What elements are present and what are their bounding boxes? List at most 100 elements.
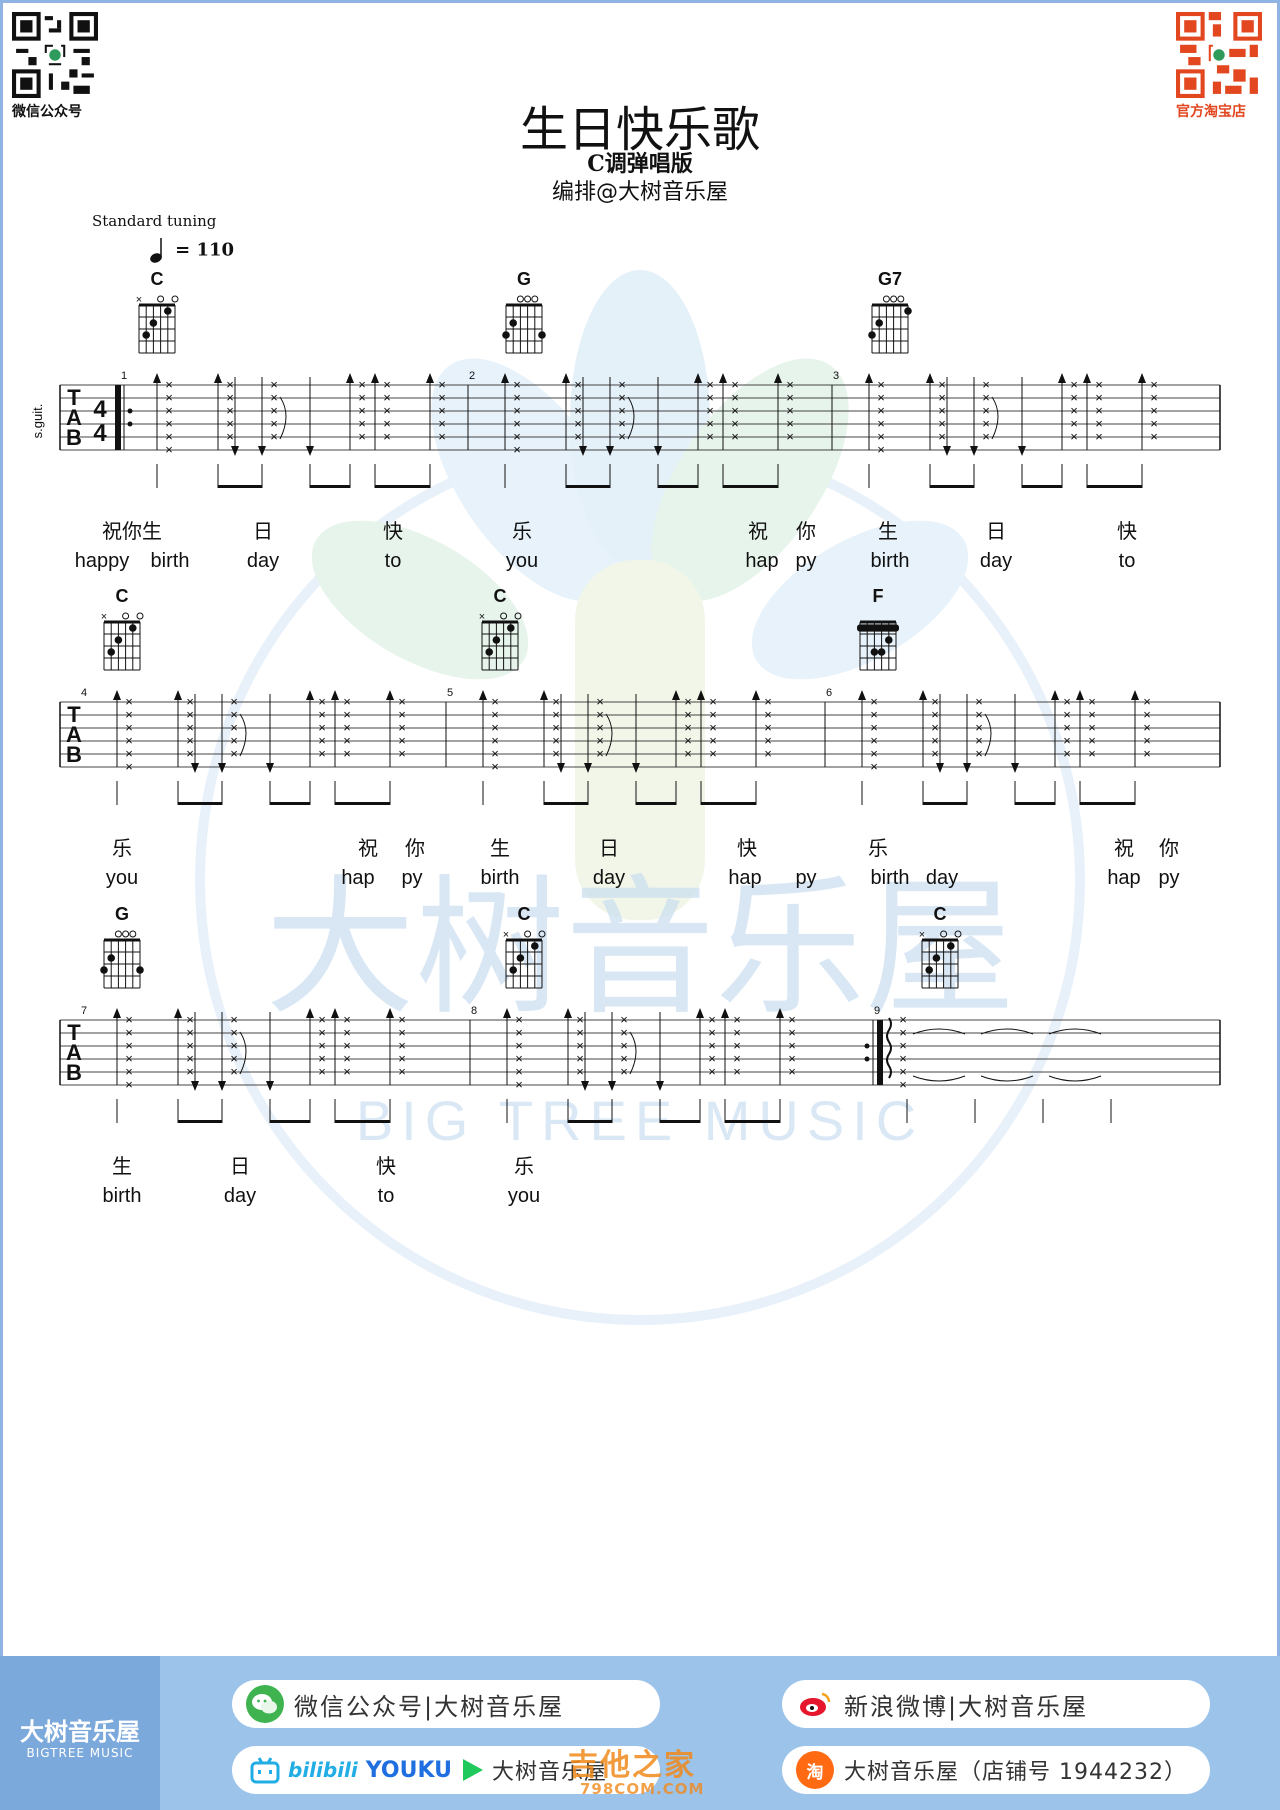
dead-note-x: × (731, 429, 739, 444)
strum-down-arrowhead (191, 1081, 199, 1091)
strum-up-arrowhead (153, 373, 161, 383)
strum-down-arrowhead (656, 1081, 664, 1091)
finger-dot (492, 636, 501, 644)
lyric-cn: 日 (599, 838, 619, 860)
strum-up-arrowhead (346, 373, 354, 383)
dead-note-x: × (230, 1051, 238, 1066)
dead-note-x: × (1150, 377, 1158, 392)
dead-note-x: × (318, 1012, 326, 1027)
dead-note-x: × (358, 390, 366, 405)
dead-note-x: × (318, 733, 326, 748)
finger-dot (885, 636, 893, 644)
weibo-account-pill[interactable]: 新浪微博|大树音乐屋 (782, 1680, 1210, 1728)
dead-note-x: × (899, 1025, 907, 1040)
dead-note-x: × (733, 1064, 741, 1079)
dead-note-x: × (938, 377, 946, 392)
finger-dot (877, 648, 886, 656)
video-channel-name: 大树音乐屋 (492, 1760, 608, 1785)
barre-marker (857, 624, 899, 632)
instrument-label: s.guit. (30, 404, 45, 439)
strum-down-arrowhead (654, 446, 662, 456)
strum-up-arrowhead (501, 373, 509, 383)
dead-note-x: × (684, 720, 692, 735)
taobao-shop-pill[interactable]: 淘 大树音乐屋（店铺号 1944232） (782, 1746, 1210, 1794)
dead-note-x: × (230, 733, 238, 748)
chord-name: C (518, 904, 531, 924)
video-channels-pill[interactable]: bilibili YOUKU 大树音乐屋 (232, 1746, 660, 1794)
footer-brand-en: BIGTREE MUSIC (26, 1746, 134, 1760)
taobao-shop-text: 大树音乐屋（店铺号 1944232） (844, 1760, 1187, 1785)
wechat-account-pill[interactable]: 微信公众号|大树音乐屋 (232, 1680, 660, 1728)
strum-up-arrowhead (564, 1008, 572, 1018)
dead-note-x: × (1088, 733, 1096, 748)
lyric-cn: 快 (737, 837, 757, 860)
dead-note-x: × (125, 733, 133, 748)
dead-note-x: × (899, 1051, 907, 1066)
dead-note-x: × (1095, 390, 1103, 405)
strum-up-arrowhead (174, 690, 182, 700)
dead-note-x: × (318, 694, 326, 709)
rhythm-beam (923, 802, 967, 805)
dead-note-x: × (398, 1038, 406, 1053)
strum-down-arrowhead (936, 763, 944, 773)
dead-note-x: × (574, 390, 582, 405)
dead-note-x: × (383, 403, 391, 418)
rhythm-beam (930, 485, 974, 488)
dead-note-x: × (186, 733, 194, 748)
tab-clef-letter: T (67, 702, 81, 727)
dead-note-x: × (513, 377, 521, 392)
strum-up-arrowhead (174, 1008, 182, 1018)
dead-note-x: × (618, 403, 626, 418)
rhythm-beam (270, 802, 310, 805)
dead-note-x: × (125, 1064, 133, 1079)
lyric-en: birth (871, 867, 910, 889)
watermark-leaf (751, 520, 969, 680)
tab-clef-letter: T (67, 385, 81, 410)
rhythm-beam (568, 1120, 612, 1123)
dead-note-x: × (620, 1051, 628, 1066)
lyric-en: to (378, 1185, 395, 1207)
dead-note-x: × (618, 390, 626, 405)
finger-dot (509, 966, 517, 974)
dead-note-x: × (899, 1064, 907, 1079)
dead-note-x: × (186, 1025, 194, 1040)
dead-note-x: × (870, 720, 878, 735)
dead-note-x: × (618, 429, 626, 444)
chord-name: G (517, 270, 531, 289)
dead-note-x: × (186, 707, 194, 722)
lyric-cn: 日 (253, 521, 273, 543)
dead-note-x: × (870, 707, 878, 722)
dead-note-x: × (574, 429, 582, 444)
strum-down-arrowhead (191, 763, 199, 773)
dead-note-x: × (788, 1064, 796, 1079)
dead-note-x: × (270, 377, 278, 392)
dead-note-x: × (515, 1051, 523, 1066)
dead-note-x: × (764, 746, 772, 761)
dead-note-x: × (230, 746, 238, 761)
dead-note-x: × (975, 746, 983, 761)
dead-note-x: × (788, 1038, 796, 1053)
dead-note-x: × (552, 694, 560, 709)
lyric-en: you (106, 867, 138, 889)
dead-note-x: × (318, 746, 326, 761)
tuning-label: Standard tuning (92, 212, 217, 230)
dead-note-x: × (706, 429, 714, 444)
finger-dot (925, 966, 933, 974)
dead-note-x: × (1070, 429, 1078, 444)
dead-note-x: × (186, 1051, 194, 1066)
strum-down-arrowhead (218, 763, 226, 773)
dead-note-x: × (125, 1012, 133, 1027)
finger-dot (107, 648, 115, 656)
dead-note-x: × (982, 403, 990, 418)
dead-note-x: × (620, 1064, 628, 1079)
tie-arc (279, 396, 287, 440)
strum-up-arrowhead (113, 690, 121, 700)
dead-note-x: × (230, 1038, 238, 1053)
lyric-cn: 乐 (112, 837, 132, 860)
lyric-en: birth (871, 550, 910, 572)
dead-note-x: × (125, 694, 133, 709)
chord-name: F (873, 586, 884, 606)
dead-note-x: × (877, 403, 885, 418)
dead-note-x: × (552, 746, 560, 761)
